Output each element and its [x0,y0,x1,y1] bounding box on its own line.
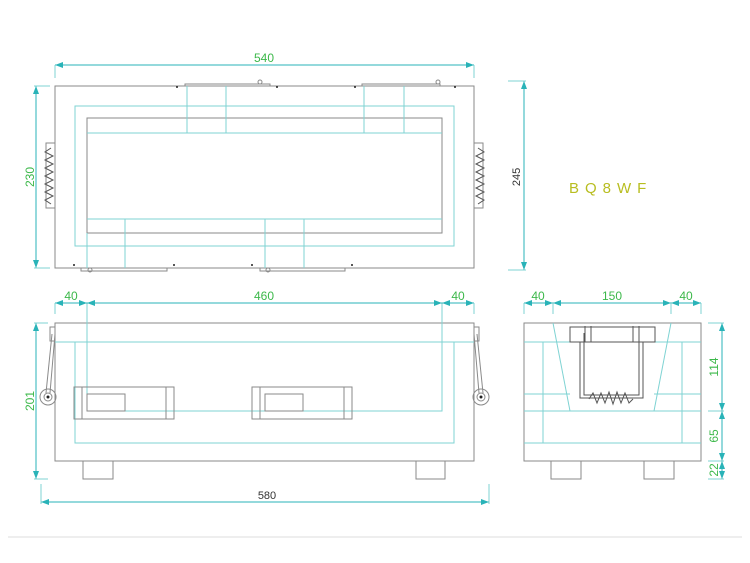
dim-side-left-40: 40 [531,289,545,303]
model-name: BQ8WF [569,180,652,197]
front-view [39,303,490,480]
wheel-icon [39,388,57,406]
basket [579,342,644,399]
heater-coil-icon [588,390,634,406]
heater-coil-icon [474,147,486,205]
lid-strip-bottom [80,268,346,272]
heater-coil-icon [43,147,55,205]
foot [415,460,446,480]
dim-side-right-40: 40 [679,289,693,303]
front-dimensions: 40 460 40 201 580 [23,289,490,505]
dim-overall-580: 580 [258,490,276,502]
side-dimensions: 40 150 40 114 65 22 [523,289,725,480]
front-window-right [251,386,353,420]
side-view [523,322,702,480]
foot [550,460,582,480]
foot [643,460,675,480]
basket-rim [569,326,656,343]
dim-depth-245: 245 [511,168,523,186]
lid-strip-top [184,83,441,86]
top-view [43,79,486,273]
wheel-icon [472,388,490,406]
dim-side-150: 150 [602,289,622,303]
front-body [54,322,475,462]
dim-width-540: 540 [254,51,274,65]
top-well [86,117,443,234]
dim-height-201: 201 [23,391,37,411]
dim-inner-460: 460 [254,289,274,303]
side-body [523,322,702,462]
dim-lower-65: 65 [707,429,721,443]
front-window-left [73,386,175,420]
dim-depth-230: 230 [23,167,37,187]
dim-upper-114: 114 [707,357,721,376]
dim-foot-22: 22 [707,463,721,477]
foot [82,460,114,480]
dim-right-40: 40 [451,289,465,303]
dim-left-40: 40 [64,289,78,303]
top-dimensions: 540 230 245 [23,51,527,271]
